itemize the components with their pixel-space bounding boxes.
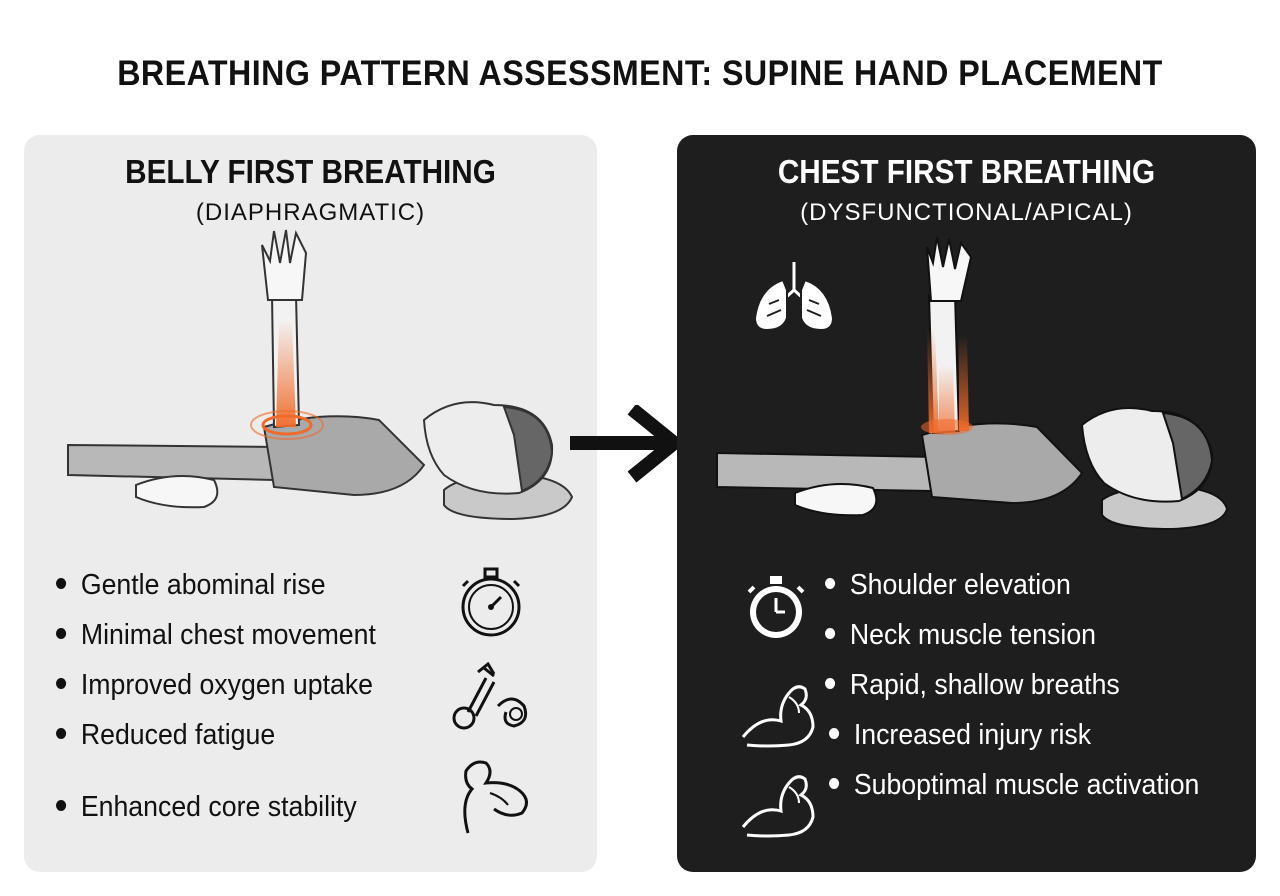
chest-first-heading: CHEST FIRST BREATHING — [777, 153, 1156, 190]
list-item: Shoulder elevation — [825, 560, 1199, 610]
flexing-arm-icon — [463, 760, 528, 834]
flexing-arm-icon — [741, 775, 815, 838]
chest-first-bullet-list: Shoulder elevation Neck muscle tension R… — [825, 560, 1232, 810]
list-item: Minimal chest movement — [56, 610, 376, 660]
list-item: Neck muscle tension — [825, 610, 1199, 660]
chest-first-panel: CHEST FIRST BREATHING (DYSFUNCTIONAL/API… — [677, 135, 1256, 872]
belly-first-bullet-list: Gentle abominal rise Minimal chest movem… — [56, 560, 404, 832]
belly-first-subheading: (DIAPHRAGMATIC) — [195, 199, 426, 226]
belly-first-panel: BELLY FIRST BREATHING (DIAPHRAGMATIC) Ge… — [24, 135, 597, 872]
list-item: Increased injury risk — [829, 710, 1199, 760]
list-item: Suboptimal muscle activation — [829, 760, 1199, 810]
stopwatch-icon — [747, 576, 805, 638]
belly-first-heading: BELLY FIRST BREATHING — [125, 153, 496, 190]
chest-first-subheading: (DYSFUNCTIONAL/APICAL) — [800, 199, 1133, 226]
lungs-icon — [753, 262, 835, 332]
stopwatch-icon — [461, 567, 521, 637]
resistance-band-icon — [452, 662, 528, 730]
page-title: BREATHING PATTERN ASSESSMENT: SUPINE HAN… — [117, 54, 1163, 93]
list-item: Reduced fatigue — [56, 710, 376, 760]
list-item: Enhanced core stability — [56, 782, 376, 832]
supine-person-chest-illustration — [716, 236, 1229, 531]
flexing-arm-icon — [741, 685, 815, 748]
arrow-right-icon — [570, 405, 686, 483]
supine-person-belly-illustration — [67, 229, 574, 521]
list-item: Improved oxygen uptake — [56, 660, 376, 710]
list-item: Rapid, shallow breaths — [825, 660, 1199, 710]
list-item: Gentle abominal rise — [56, 560, 376, 610]
